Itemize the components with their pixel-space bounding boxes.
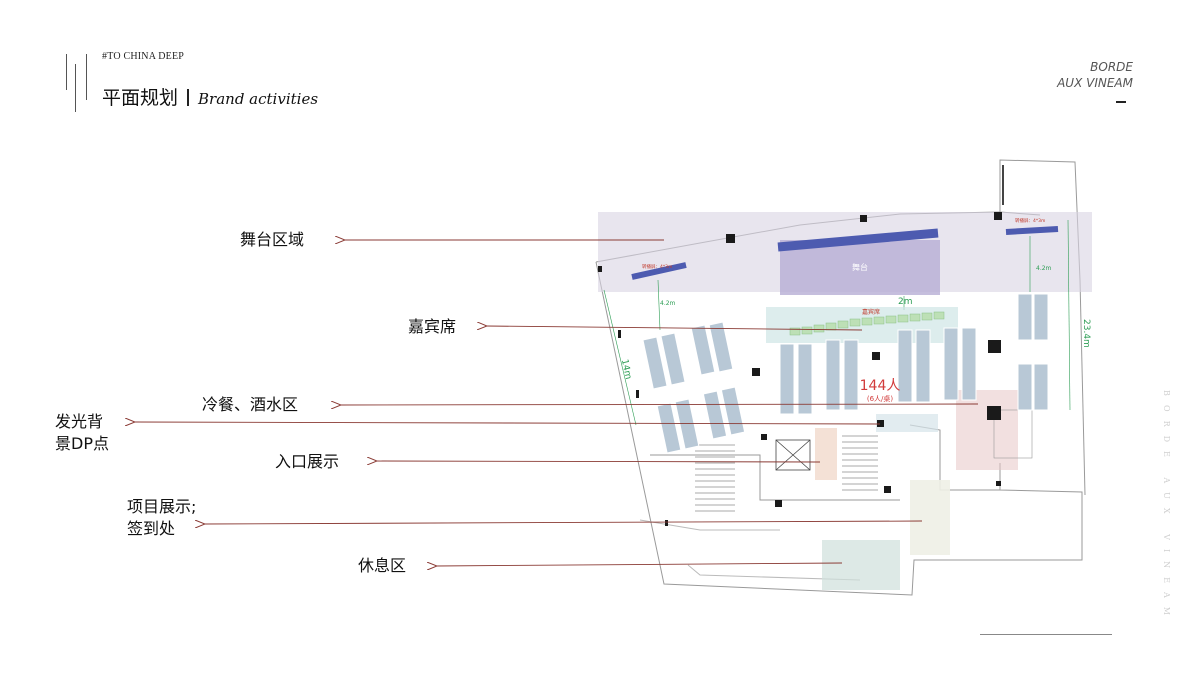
project-display-zone bbox=[910, 480, 950, 555]
staircase-right bbox=[842, 435, 878, 491]
label-stage-area: 舞台区域 bbox=[240, 230, 305, 249]
dim-4-2m-left: 4.2m bbox=[660, 300, 676, 307]
leader-arrows bbox=[134, 240, 979, 566]
arrow-cold-food-bar bbox=[340, 404, 979, 405]
banquet-tables bbox=[642, 293, 1049, 454]
label-project-display-line2: 签到处 bbox=[127, 519, 176, 538]
label-guest-seats: 嘉宾席 bbox=[408, 317, 457, 336]
brand-line-2: AUX VINEAM bbox=[1057, 76, 1133, 90]
stage-text: 舞台 bbox=[852, 262, 868, 272]
arrow-guest-seats bbox=[486, 326, 863, 331]
dim-2m: 2m bbox=[898, 297, 913, 307]
label-entrance-display: 入口展示 bbox=[275, 452, 340, 471]
header-bar-1 bbox=[66, 54, 67, 90]
brand-logo-text: BORDE AUX VINEAM bbox=[1057, 59, 1133, 91]
page-title-en: Brand activities bbox=[198, 90, 319, 108]
label-rest-area: 休息区 bbox=[358, 556, 407, 575]
label-glow-backdrop-line2: 景DP点 bbox=[55, 434, 109, 453]
rest-area-zone bbox=[822, 540, 900, 590]
label-glow-backdrop: 发光背 景DP点 bbox=[55, 411, 109, 455]
label-glow-backdrop-line1: 发光背 bbox=[55, 412, 104, 431]
vertical-brand-text: BORDE AUX VINEAM bbox=[1162, 390, 1171, 624]
arrow-project-display bbox=[204, 521, 923, 524]
elevator bbox=[775, 439, 811, 471]
header-bar-3 bbox=[86, 54, 87, 100]
label-cold-food-bar: 冷餐、酒水区 bbox=[202, 395, 299, 414]
stage-block bbox=[780, 240, 940, 295]
structural-columns bbox=[598, 212, 1002, 526]
dim-4-2m-right: 4.2m bbox=[1036, 265, 1052, 272]
stage-front-bar bbox=[777, 228, 939, 252]
page-title: 平面规划 Brand activities bbox=[102, 83, 318, 110]
staircase-left bbox=[695, 444, 735, 512]
capacity-text: 144人 bbox=[860, 378, 901, 394]
screen-right-bar bbox=[1005, 226, 1059, 235]
arrow-glow-backdrop bbox=[134, 422, 881, 424]
capacity-note: (6人/桌) bbox=[867, 394, 894, 403]
header-bar-2 bbox=[75, 64, 76, 112]
glow-backdrop-zone bbox=[956, 390, 1018, 470]
screen-left-text: 转播屏：4*3m bbox=[642, 263, 672, 270]
screen-right-text: 转播屏：4*3m bbox=[1015, 217, 1045, 224]
dimension-lines bbox=[603, 219, 1071, 426]
bottom-rule bbox=[980, 634, 1112, 635]
title-separator bbox=[187, 89, 190, 106]
label-project-display: 项目展示; 签到处 bbox=[127, 496, 196, 540]
screen-left-bar bbox=[631, 262, 687, 280]
page-title-cn: 平面规划 bbox=[102, 87, 179, 109]
arrow-entrance-display bbox=[376, 461, 821, 462]
entrance-top-zone bbox=[876, 414, 938, 432]
header-kicker: #TO CHINA DEEP bbox=[102, 51, 185, 62]
guest-seat-text: 嘉宾席 bbox=[862, 308, 880, 316]
guest-seat-row bbox=[789, 311, 945, 336]
label-project-display-line1: 项目展示; bbox=[127, 497, 197, 516]
arrow-rest-area bbox=[436, 563, 843, 566]
dim-14m: 14m bbox=[619, 358, 633, 380]
brand-dash bbox=[1116, 101, 1126, 103]
dim-23-4m: 23.4m bbox=[1081, 319, 1091, 348]
entrance-display-zone bbox=[815, 428, 837, 480]
small-counter bbox=[993, 409, 1033, 459]
brand-line-1: BORDE bbox=[1090, 60, 1133, 74]
